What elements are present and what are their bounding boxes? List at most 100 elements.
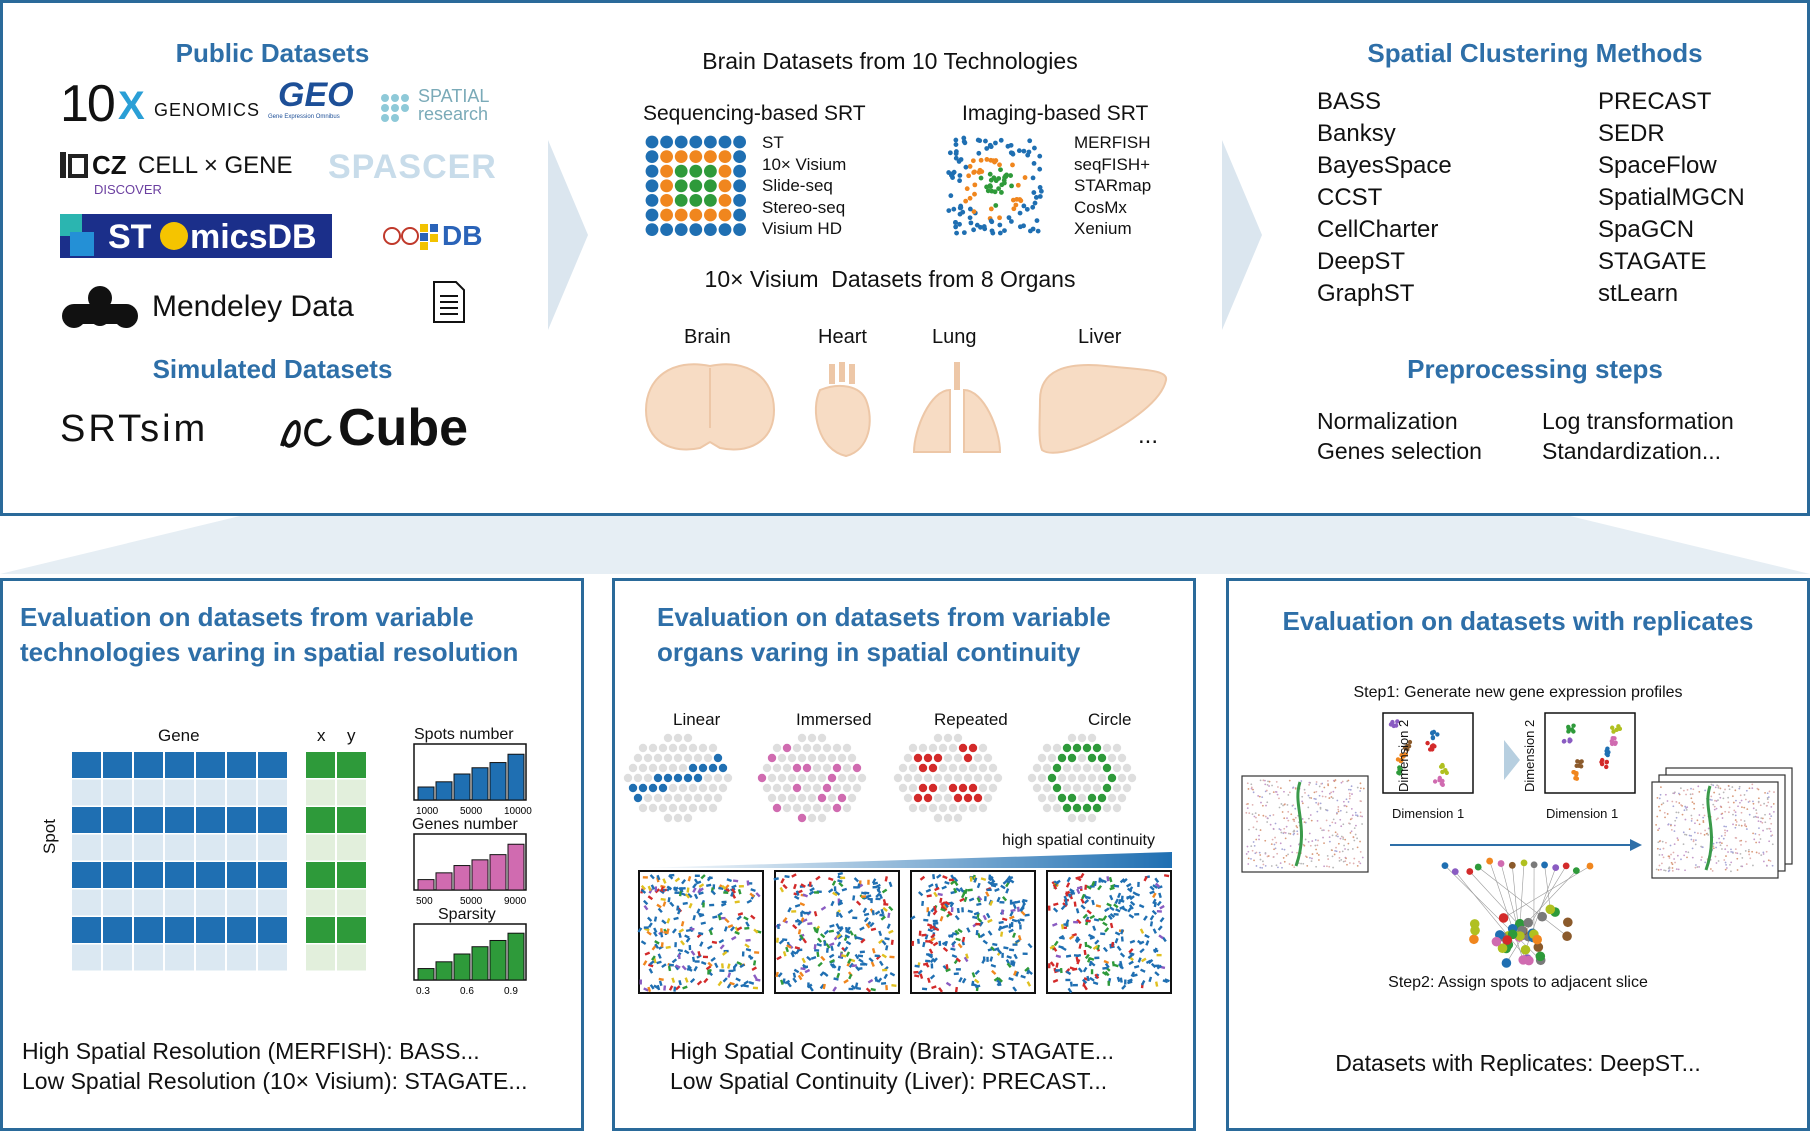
tile-mark <box>876 888 882 894</box>
tile-mark <box>857 954 864 958</box>
tile-mark <box>921 900 925 907</box>
slice-cell <box>1751 850 1754 853</box>
slice-cell <box>1348 862 1351 864</box>
tile-mark <box>1027 942 1033 949</box>
slice-cell <box>1684 818 1687 821</box>
slice-cell <box>1342 800 1345 803</box>
pattern-dot <box>1122 763 1132 773</box>
pattern-dot <box>913 793 923 803</box>
tile-mark <box>981 958 986 964</box>
slice-cell <box>1728 806 1731 809</box>
tile-mark <box>734 930 740 936</box>
slice-cell <box>1264 779 1266 782</box>
graph-node <box>1470 925 1480 936</box>
pattern-dot <box>1037 753 1047 763</box>
tile-mark <box>830 945 834 952</box>
tile-mark <box>838 899 843 905</box>
seq-srt-title: Sequencing-based SRT <box>643 102 866 125</box>
slice-cell <box>1762 851 1765 854</box>
dim2-label: Dimension 2 <box>1522 719 1537 792</box>
tile-mark <box>808 881 812 887</box>
slice-cell <box>1310 860 1313 863</box>
tile-mark <box>722 977 728 983</box>
stomics-tail: micsDB <box>190 218 317 256</box>
tile-mark <box>992 883 998 886</box>
tile-mark <box>1113 903 1119 909</box>
matrix-cell <box>72 889 101 916</box>
pattern-dot <box>1097 773 1107 783</box>
slice-cell <box>1717 817 1719 820</box>
tile-mark <box>836 972 841 979</box>
img-item: MERFISH <box>1074 133 1151 152</box>
slice-cell <box>1667 823 1670 826</box>
slice-cell <box>1251 803 1254 806</box>
slice-cell <box>1274 836 1276 839</box>
panel2-title-line2: organs varing in spatial continuity <box>657 637 1081 667</box>
graph-node <box>1520 859 1528 867</box>
matrix-cell <box>165 889 194 916</box>
tile-mark <box>651 945 657 951</box>
tile-mark <box>929 957 935 964</box>
tile-mark <box>1101 971 1108 976</box>
mini-chart-bar <box>435 961 453 981</box>
pattern-dot <box>918 783 928 793</box>
tile-mark <box>1007 875 1014 881</box>
spot-dot <box>733 164 746 178</box>
slice-cell <box>1724 829 1726 832</box>
slice-cell <box>1769 830 1772 833</box>
slice-cell <box>1715 841 1718 844</box>
embedding-dot <box>1393 723 1399 728</box>
tile-mark <box>1014 900 1021 904</box>
pattern-dot <box>1062 763 1072 773</box>
tile-mark <box>1098 877 1102 883</box>
tile-mark <box>802 963 808 969</box>
tile-mark <box>867 879 870 885</box>
tile-mark <box>1065 970 1072 976</box>
tile-mark <box>1104 970 1110 977</box>
mini-chart-bar <box>471 859 489 891</box>
slice-cell <box>1730 870 1732 873</box>
pattern-dot <box>1067 733 1077 743</box>
tile-mark <box>1145 940 1150 946</box>
coord-cell <box>306 889 335 916</box>
slice-cell <box>1732 801 1735 804</box>
slice-cell <box>1705 832 1708 835</box>
tile-mark <box>804 968 811 974</box>
slice-cell <box>1282 804 1284 807</box>
tile-mark <box>703 977 709 984</box>
slice-cell <box>1758 852 1760 855</box>
slice-cell <box>1313 791 1316 794</box>
slice-cell <box>1674 861 1676 864</box>
tile-mark <box>637 927 643 933</box>
matrix-cell <box>103 834 132 861</box>
gene-matrix <box>72 752 366 971</box>
tile-mark <box>1022 898 1028 903</box>
tile-mark <box>691 956 696 963</box>
slice-cell <box>1740 819 1742 821</box>
tile-mark <box>1089 914 1096 920</box>
slice-cell <box>1762 860 1765 863</box>
matrix-cell <box>165 779 194 806</box>
cell-dot <box>989 188 995 194</box>
tile-mark <box>837 934 843 940</box>
tile-mark <box>748 981 755 985</box>
sodb-graphic-icon <box>383 224 438 250</box>
slice-cell <box>1286 804 1289 806</box>
spot-dot <box>718 150 732 163</box>
slice-cell <box>1313 797 1316 800</box>
pattern-dot <box>678 803 688 813</box>
pattern-dot <box>673 813 683 823</box>
slice-cell <box>1294 787 1297 790</box>
public-datasets-title: Public Datasets <box>175 38 370 68</box>
tile-mark <box>721 950 728 956</box>
pattern-dot <box>983 753 993 763</box>
slice-cell <box>1340 835 1343 838</box>
slice-cell <box>1307 806 1310 809</box>
stomics-o-icon <box>160 222 188 250</box>
tile-mark <box>678 928 685 934</box>
pattern-dot <box>817 753 827 763</box>
tile-mark <box>660 886 665 892</box>
slice-cell <box>1679 787 1682 790</box>
coord-cell <box>306 752 335 778</box>
matrix-cell <box>227 807 256 833</box>
